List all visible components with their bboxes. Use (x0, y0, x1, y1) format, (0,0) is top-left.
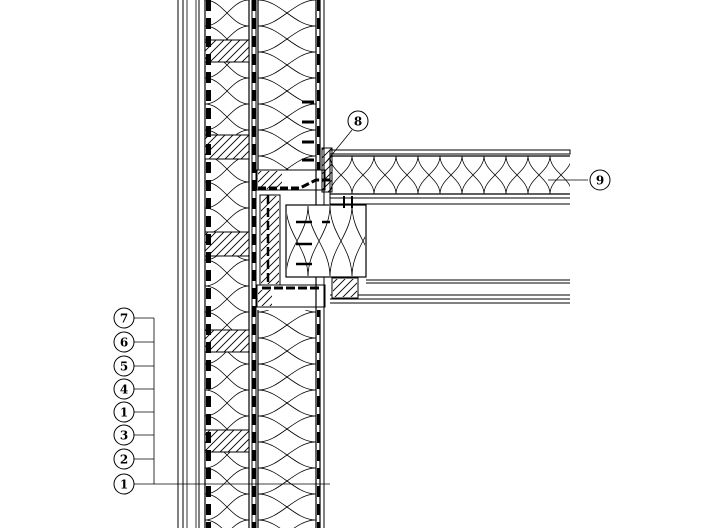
timber-studs-outer (204, 39, 250, 453)
callout-2: 2 (113, 448, 135, 470)
vapour-membrane-left (206, 0, 211, 528)
exterior-cladding (177, 0, 200, 528)
svg-text:3: 3 (120, 429, 128, 443)
joist-block (285, 196, 367, 278)
svg-text:5: 5 (120, 360, 128, 374)
svg-text:2: 2 (120, 453, 128, 467)
fasteners (302, 100, 314, 162)
middle-board (251, 0, 257, 528)
callout-6: 6 (113, 331, 135, 353)
upper-floor-slab (321, 147, 571, 205)
svg-text:7: 7 (120, 312, 128, 326)
callout-3: 3 (113, 424, 135, 446)
callout-leaders (134, 129, 588, 485)
svg-text:9: 9 (596, 174, 604, 188)
callout-7: 7 (113, 307, 135, 329)
svg-text:1: 1 (120, 478, 128, 492)
callout-5: 5 (113, 355, 135, 377)
svg-text:4: 4 (120, 383, 128, 397)
svg-text:6: 6 (120, 336, 128, 350)
svg-text:1: 1 (120, 406, 128, 420)
callout-4: 4 (113, 378, 135, 400)
callout-1-lower: 1 (113, 473, 135, 495)
svg-text:8: 8 (354, 115, 362, 129)
callout-9: 9 (589, 169, 611, 191)
callout-8: 8 (347, 110, 369, 132)
callout-1-upper: 1 (113, 401, 135, 423)
ceiling-layers (330, 277, 570, 304)
